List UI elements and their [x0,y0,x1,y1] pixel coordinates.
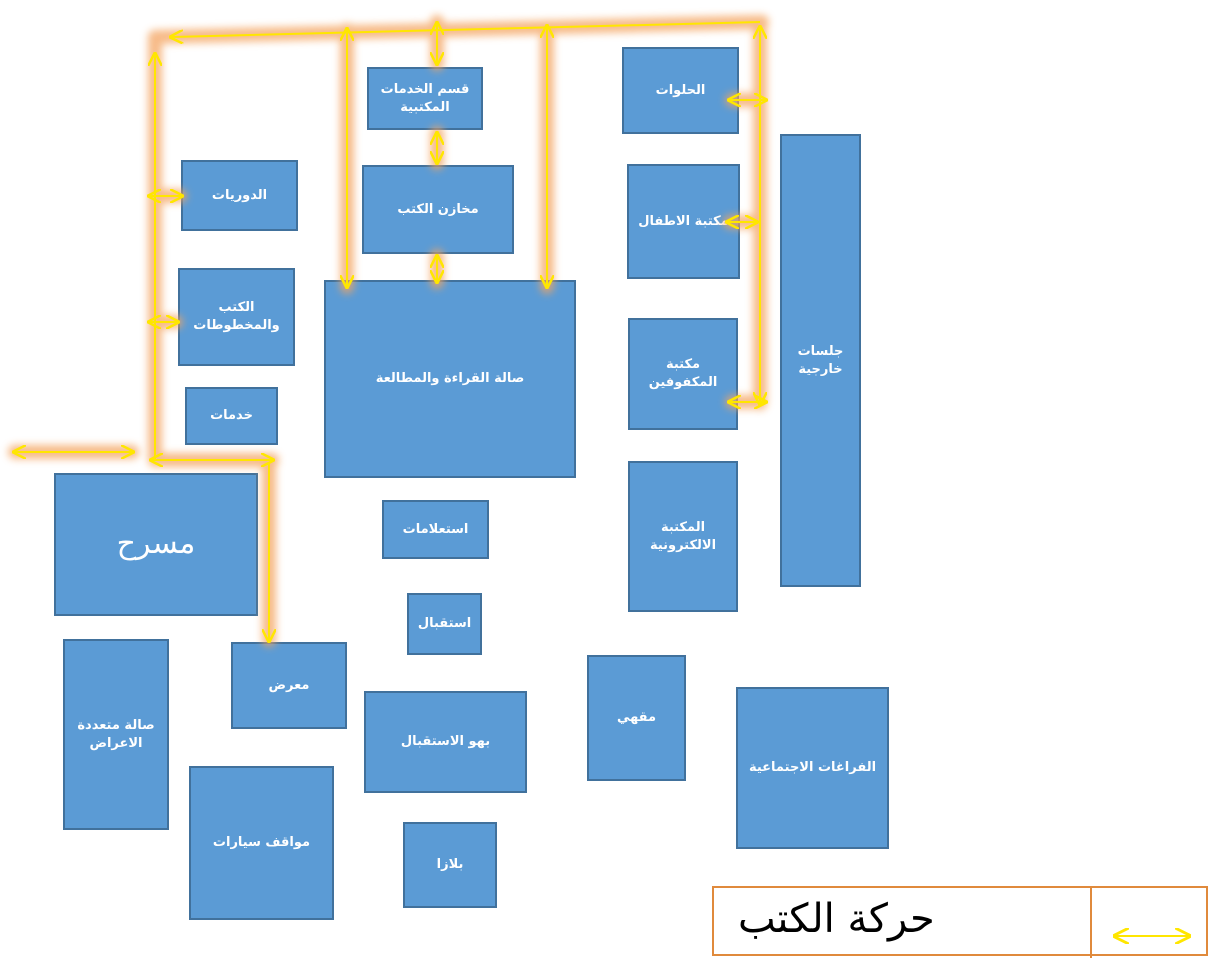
legend-arrow-icon [1109,927,1195,945]
room-book-storage: مخازن الكتب [362,165,514,254]
room-social-spaces: الفراغات الاجتماعية [736,687,889,849]
room-reception: استقبال [407,593,482,655]
room-cafe: مقهي [587,655,686,781]
room-library-services: قسم الخدمات المكتبية [367,67,483,130]
legend-divider [1090,888,1092,958]
room-outdoor-seating: جلسات خارجية [780,134,861,587]
room-services: خدمات [185,387,278,445]
legend-label: حركة الكتب [738,896,935,942]
room-reading-hall: صالة القراءة والمطالعة [324,280,576,478]
room-inquiries: استعلامات [382,500,489,559]
room-electronic-library: المكتبة الالكترونية [628,461,738,612]
legend: حركة الكتب [712,886,1208,958]
room-multipurpose-hall: صالة متعددة الاعراض [63,639,169,830]
room-reception-lobby: بهو الاستقبال [364,691,527,793]
room-plaza: بلازا [403,822,497,908]
room-parking: مواقف سيارات [189,766,334,920]
flow-arrow-top [172,21,761,37]
room-exhibition: معرض [231,642,347,729]
room-periodicals: الدوريات [181,160,298,231]
room-desserts: الحلوات [622,47,739,134]
room-theater: مسرح [54,473,258,616]
room-children-library: مكتبة الاطفال [627,164,740,279]
room-books-manuscripts: الكتب والمخطوطات [178,268,295,366]
room-blind-library: مكتبة المكفوفين [628,318,738,430]
